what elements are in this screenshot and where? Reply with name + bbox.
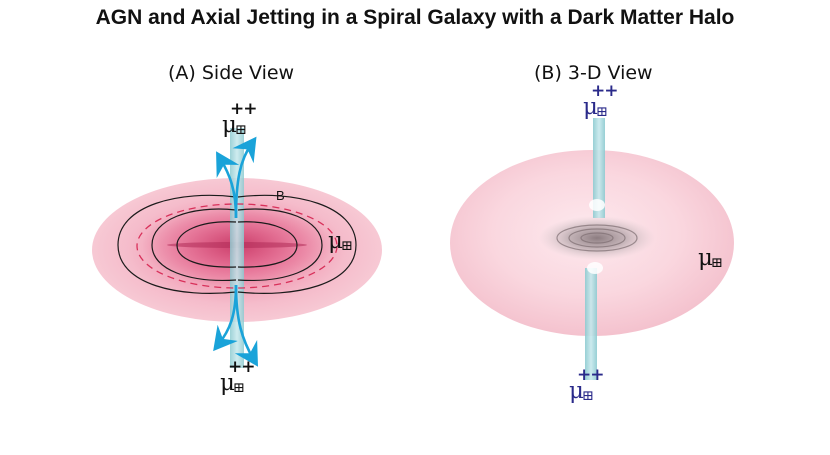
- spiral-core: [539, 216, 655, 260]
- panel-b-heading: (B) 3-D View: [534, 62, 653, 84]
- muon-halo-label-b: μ ⊞: [698, 245, 723, 271]
- muon-top-label-b: μ ++ ⊞: [583, 81, 618, 120]
- nucleus-glow: [589, 199, 605, 211]
- 3d-view-diagram: [450, 118, 734, 380]
- field-lines-left: [117, 194, 237, 294]
- muon-halo-label-a: μ ⊞: [328, 228, 353, 254]
- muon-bottom-label-a: μ ++ ⊞: [220, 357, 255, 396]
- jet-bottom: [585, 268, 597, 380]
- diagram-title: AGN and Axial Jetting in a Spiral Galaxy…: [95, 6, 735, 29]
- nucleus-glow-bottom: [587, 262, 603, 274]
- panel-a-heading: (A) Side View: [168, 62, 295, 84]
- muon-top-label-a: μ ++ ⊞: [222, 99, 257, 138]
- magnetic-field-label: B: [276, 188, 285, 203]
- spiral-arms: [556, 224, 638, 252]
- field-lines-right: [237, 194, 357, 294]
- side-view-diagram: [92, 128, 382, 368]
- jet-arrows: [213, 136, 259, 367]
- arrow-down-right: [234, 284, 259, 367]
- muon-bottom-label-b: μ ++ ⊞: [569, 365, 604, 404]
- jet-top: [593, 118, 605, 218]
- arrow-up-right: [232, 136, 257, 219]
